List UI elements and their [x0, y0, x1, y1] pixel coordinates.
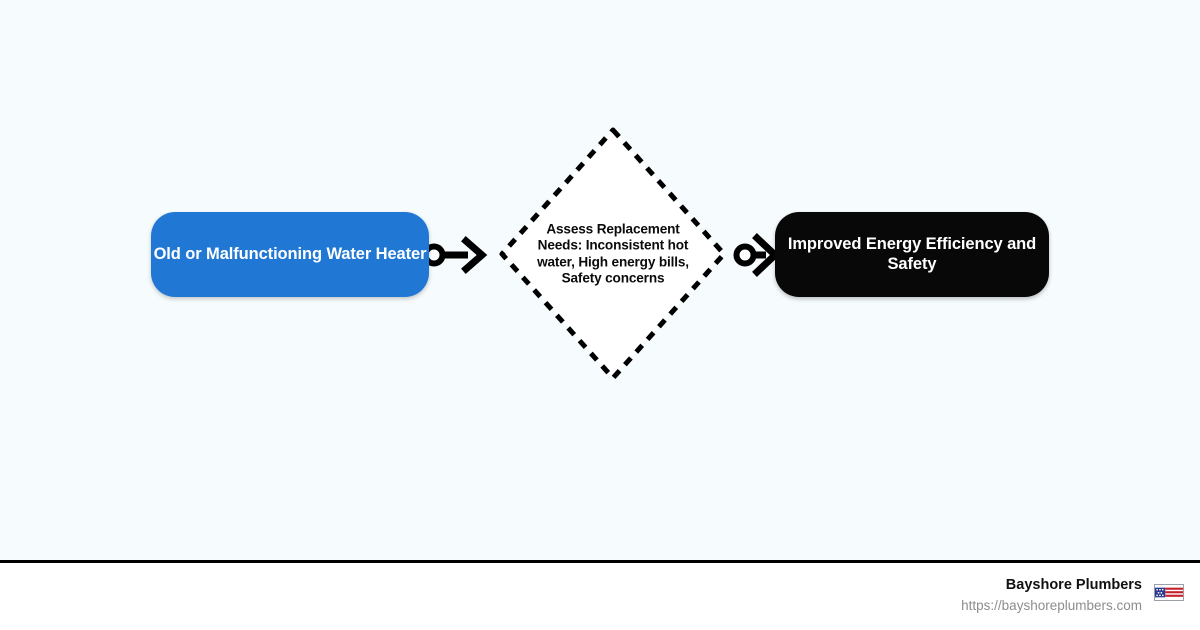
flow-node-decision-label: Assess Replacement Needs: Inconsistent h… — [537, 221, 689, 286]
brand-logo-svg — [1155, 585, 1183, 600]
brand-url[interactable]: https://bayshoreplumbers.com — [961, 598, 1142, 614]
edge-decision-to-end — [733, 233, 781, 277]
footer-brand-block: Bayshore Plumbers https://bayshoreplumbe… — [961, 575, 1142, 616]
diagram-canvas: Old or Malfunctioning Water Heater Asses… — [151, 125, 1049, 383]
flow-connectors — [422, 233, 781, 277]
flow-node-start-label: Old or Malfunctioning Water Heater — [153, 244, 427, 263]
brand-name: Bayshore Plumbers — [1005, 577, 1142, 593]
flow-node-start[interactable]: Old or Malfunctioning Water Heater — [151, 212, 429, 297]
flow-node-end[interactable]: Improved Energy Efficiency and Safety — [775, 212, 1049, 297]
edge-start-to-decision — [422, 236, 488, 274]
flow-node-end-label: Improved Energy Efficiency and Safety — [787, 235, 1037, 273]
flow-node-decision[interactable]: Assess Replacement Needs: Inconsistent h… — [497, 125, 729, 383]
decision-diamond-shape — [499, 127, 727, 381]
footer-bar: Bayshore Plumbers https://bayshoreplumbe… — [0, 560, 1200, 630]
brand-logo-icon — [1154, 584, 1184, 601]
